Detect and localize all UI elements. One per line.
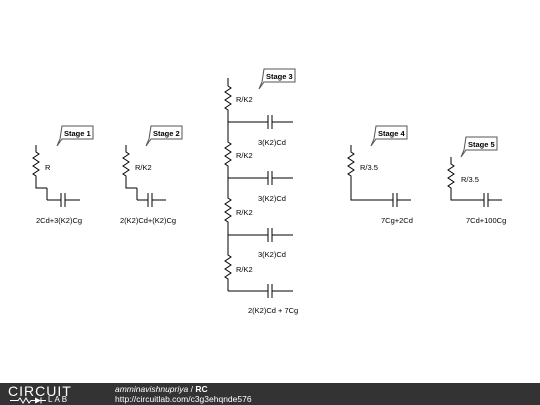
stage-1-resistor-label: R [45, 163, 51, 172]
stage-1-resistor[interactable] [32, 145, 47, 189]
circuitlab-logo[interactable]: CIRCUIT LAB [8, 383, 98, 405]
author-link[interactable]: amminavishnupriya [115, 384, 189, 394]
stage-3-capacitor-2-label: 3(K2)Cd [258, 194, 286, 203]
stage-2-resistor-label: R/K2 [135, 163, 152, 172]
stage-2-resistor[interactable] [122, 145, 137, 189]
stage-4-label: Stage 4 [378, 129, 406, 138]
stage-3-resistor-4-label: R/K2 [236, 265, 253, 274]
stage-1-capacitor[interactable] [60, 193, 66, 207]
footer-bar: CIRCUIT LAB amminavishnupriya / RC http:… [0, 383, 540, 405]
logo-text-bottom: LAB [48, 395, 70, 404]
stage-5: Stage 5 R/3.5 7Cd+100Cg [447, 136, 506, 225]
stage-1-callout[interactable]: Stage 1 [56, 125, 94, 147]
stage-5-resistor-label: R/3.5 [461, 175, 479, 184]
stage-3-capacitor-2[interactable] [267, 171, 273, 185]
stage-3-capacitor-1[interactable] [267, 115, 273, 129]
circuit-url[interactable]: http://circuitlab.com/c3g3ehqnde576 [115, 394, 252, 404]
stage-3-capacitor-3[interactable] [267, 228, 273, 242]
circuit-meta: amminavishnupriya / RC http://circuitlab… [115, 384, 252, 404]
schematic-svg: Stage 1 R 2Cd+3(K2)Cg Stage 2 R/K2 2(K2)… [32, 68, 506, 315]
stage-3-label: Stage 3 [266, 72, 293, 81]
stage-4-resistor[interactable] [347, 145, 393, 201]
stage-3-resistor-4[interactable] [224, 235, 232, 291]
stage-5-callout[interactable]: Stage 5 [460, 136, 498, 158]
stage-5-capacitor[interactable] [483, 193, 489, 207]
stage-3-resistor-3[interactable] [224, 178, 232, 235]
stage-4-callout[interactable]: Stage 4 [370, 125, 408, 147]
stage-3: Stage 3 R/K2 3(K2)Cd R/K2 3(K2)Cd R/K2 [224, 68, 298, 315]
stage-2-label: Stage 2 [153, 129, 180, 138]
stage-4: Stage 4 R/3.5 7Cg+2Cd [347, 125, 413, 225]
stage-4-resistor-label: R/3.5 [360, 163, 378, 172]
stage-2-capacitor-label: 2(K2)Cd+(K2)Cg [120, 216, 176, 225]
stage-3-capacitor-3-label: 3(K2)Cd [258, 250, 286, 259]
stage-2: Stage 2 R/K2 2(K2)Cd+(K2)Cg [120, 125, 183, 225]
stage-3-resistor-1-label: R/K2 [236, 95, 253, 104]
stage-1-label: Stage 1 [64, 129, 91, 138]
stage-3-capacitor-4[interactable] [267, 284, 273, 298]
logo-text-top: CIRCUIT [8, 383, 72, 399]
stage-4-capacitor[interactable] [392, 193, 398, 207]
resistor-diode-logo-icon [10, 397, 46, 404]
schematic-canvas: Stage 1 R 2Cd+3(K2)Cg Stage 2 R/K2 2(K2)… [32, 68, 506, 315]
stage-1: Stage 1 R 2Cd+3(K2)Cg [32, 125, 94, 225]
stage-3-resistor-3-label: R/K2 [236, 208, 253, 217]
stage-3-resistor-2[interactable] [224, 122, 232, 178]
author-title-line: amminavishnupriya / RC [115, 384, 252, 394]
stage-4-capacitor-label: 7Cg+2Cd [381, 216, 413, 225]
stage-2-callout[interactable]: Stage 2 [145, 125, 183, 147]
stage-3-capacitor-4-label: 2(K2)Cd + 7Cg [248, 306, 298, 315]
separator: / [188, 384, 196, 394]
stage-2-capacitor[interactable] [147, 193, 153, 207]
stage-3-callout[interactable]: Stage 3 [258, 68, 296, 90]
stage-1-capacitor-label: 2Cd+3(K2)Cg [36, 216, 82, 225]
circuit-title[interactable]: RC [195, 384, 208, 394]
stage-5-capacitor-label: 7Cd+100Cg [466, 216, 506, 225]
stage-5-label: Stage 5 [468, 140, 495, 149]
stage-3-resistor-1[interactable] [224, 85, 232, 122]
stage-3-resistor-2-label: R/K2 [236, 151, 253, 160]
stage-3-capacitor-1-label: 3(K2)Cd [258, 138, 286, 147]
stage-5-resistor[interactable] [447, 157, 484, 201]
